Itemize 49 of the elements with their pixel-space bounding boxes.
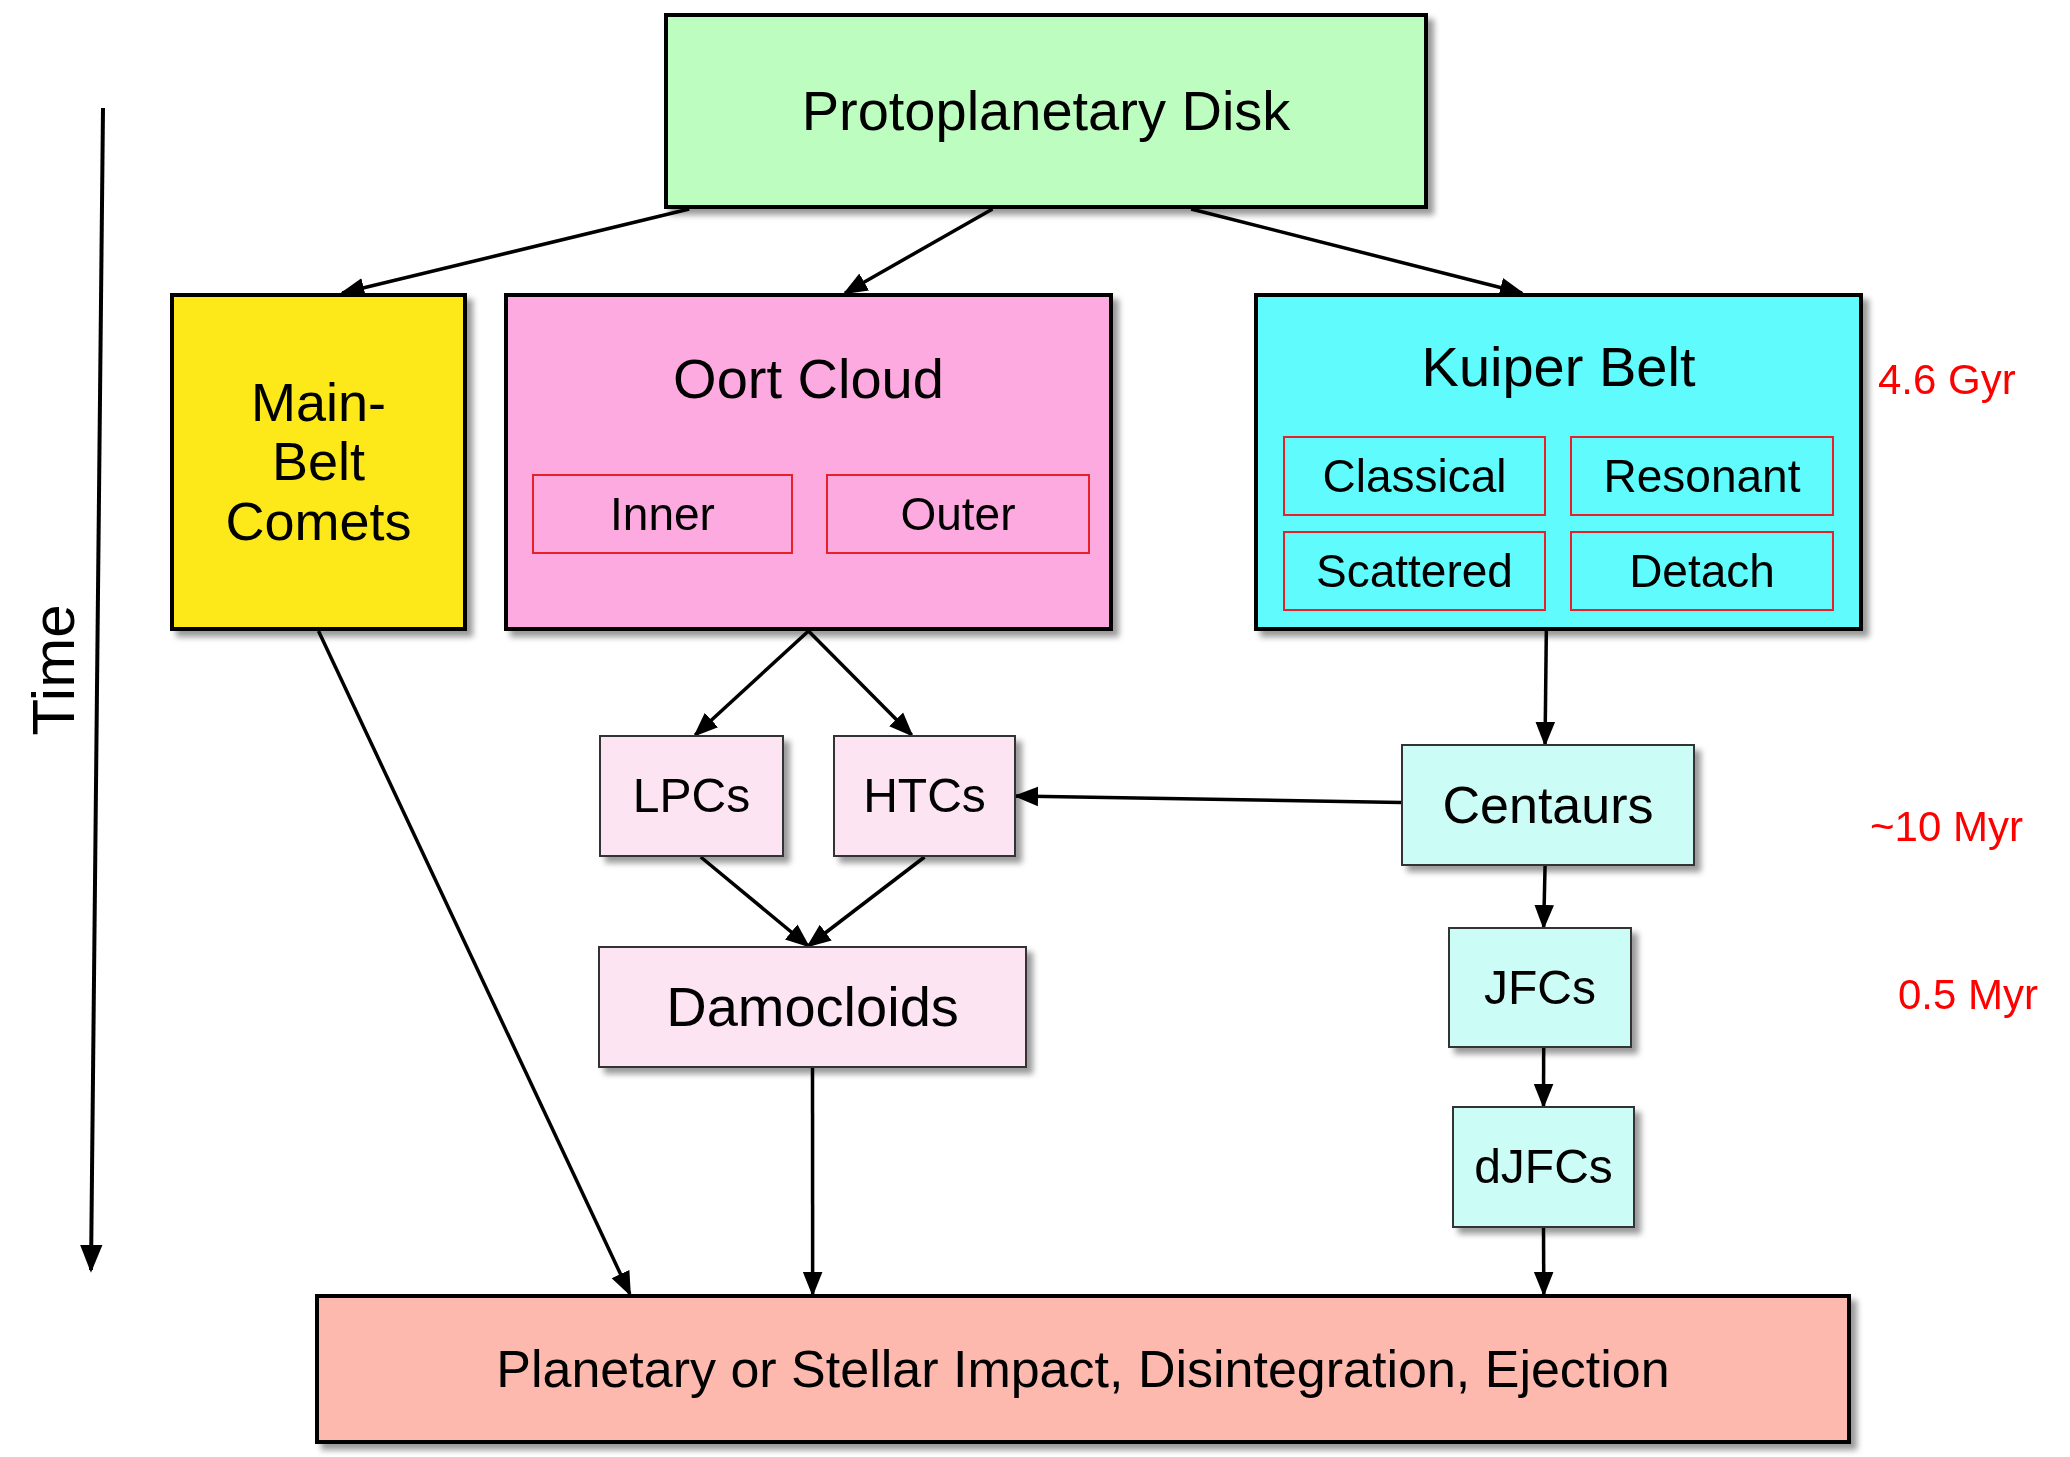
arrow xyxy=(842,207,994,295)
sub-box xyxy=(826,474,1090,554)
arrow xyxy=(316,630,632,1297)
arrow xyxy=(806,855,926,948)
sub-box xyxy=(1570,531,1834,611)
node-label: LPCs xyxy=(632,768,751,824)
time-label: 0.5 Myr xyxy=(1898,970,2039,1020)
time-label: 4.6 Gyr xyxy=(1878,355,2016,405)
node-label: Inner xyxy=(610,486,715,542)
sub-box xyxy=(1283,531,1546,611)
node-label: Main- Belt Comets xyxy=(224,372,413,552)
sub-box xyxy=(1283,436,1546,516)
time-label: ~10 Myr xyxy=(1870,802,2023,852)
process-box xyxy=(1448,927,1632,1048)
node-label: Outer xyxy=(900,486,1016,542)
arrow xyxy=(1533,1228,1554,1297)
process-box xyxy=(1401,744,1695,866)
node-label: Classical xyxy=(1322,448,1507,504)
process-box xyxy=(599,735,784,857)
node-label: dJFCs xyxy=(1474,1139,1613,1195)
arrow xyxy=(1535,631,1556,747)
arrow xyxy=(802,1068,823,1297)
arrow xyxy=(699,855,811,948)
arrow xyxy=(807,629,914,737)
node-label: Scattered xyxy=(1316,543,1513,599)
node-label: JFCs xyxy=(1484,959,1596,1016)
sub-box xyxy=(1570,436,1834,516)
group-box xyxy=(504,293,1113,631)
node-label: Detach xyxy=(1629,543,1775,599)
group-box xyxy=(1254,293,1863,631)
node-label: Oort Cloud xyxy=(673,346,944,412)
arrow xyxy=(1533,1048,1554,1109)
process-box xyxy=(315,1294,1851,1444)
node-label: HTCs xyxy=(863,768,986,824)
process-box xyxy=(664,13,1428,209)
node-label: Resonant xyxy=(1603,448,1801,504)
arrow xyxy=(1534,865,1554,930)
process-box xyxy=(170,293,467,631)
node-label: Centaurs xyxy=(1442,775,1654,836)
process-box xyxy=(598,946,1027,1068)
sub-box xyxy=(532,474,793,554)
node-label: Kuiper Belt xyxy=(1421,334,1696,400)
node-label: Protoplanetary Disk xyxy=(801,78,1291,144)
process-box xyxy=(1452,1106,1635,1228)
node-label: Damocloids xyxy=(666,974,959,1040)
process-box xyxy=(833,735,1016,857)
axis-label: Time xyxy=(19,604,88,736)
node-label: Planetary or Stellar Impact, Disintegration, Ejection xyxy=(496,1339,1670,1400)
arrow xyxy=(693,629,810,737)
